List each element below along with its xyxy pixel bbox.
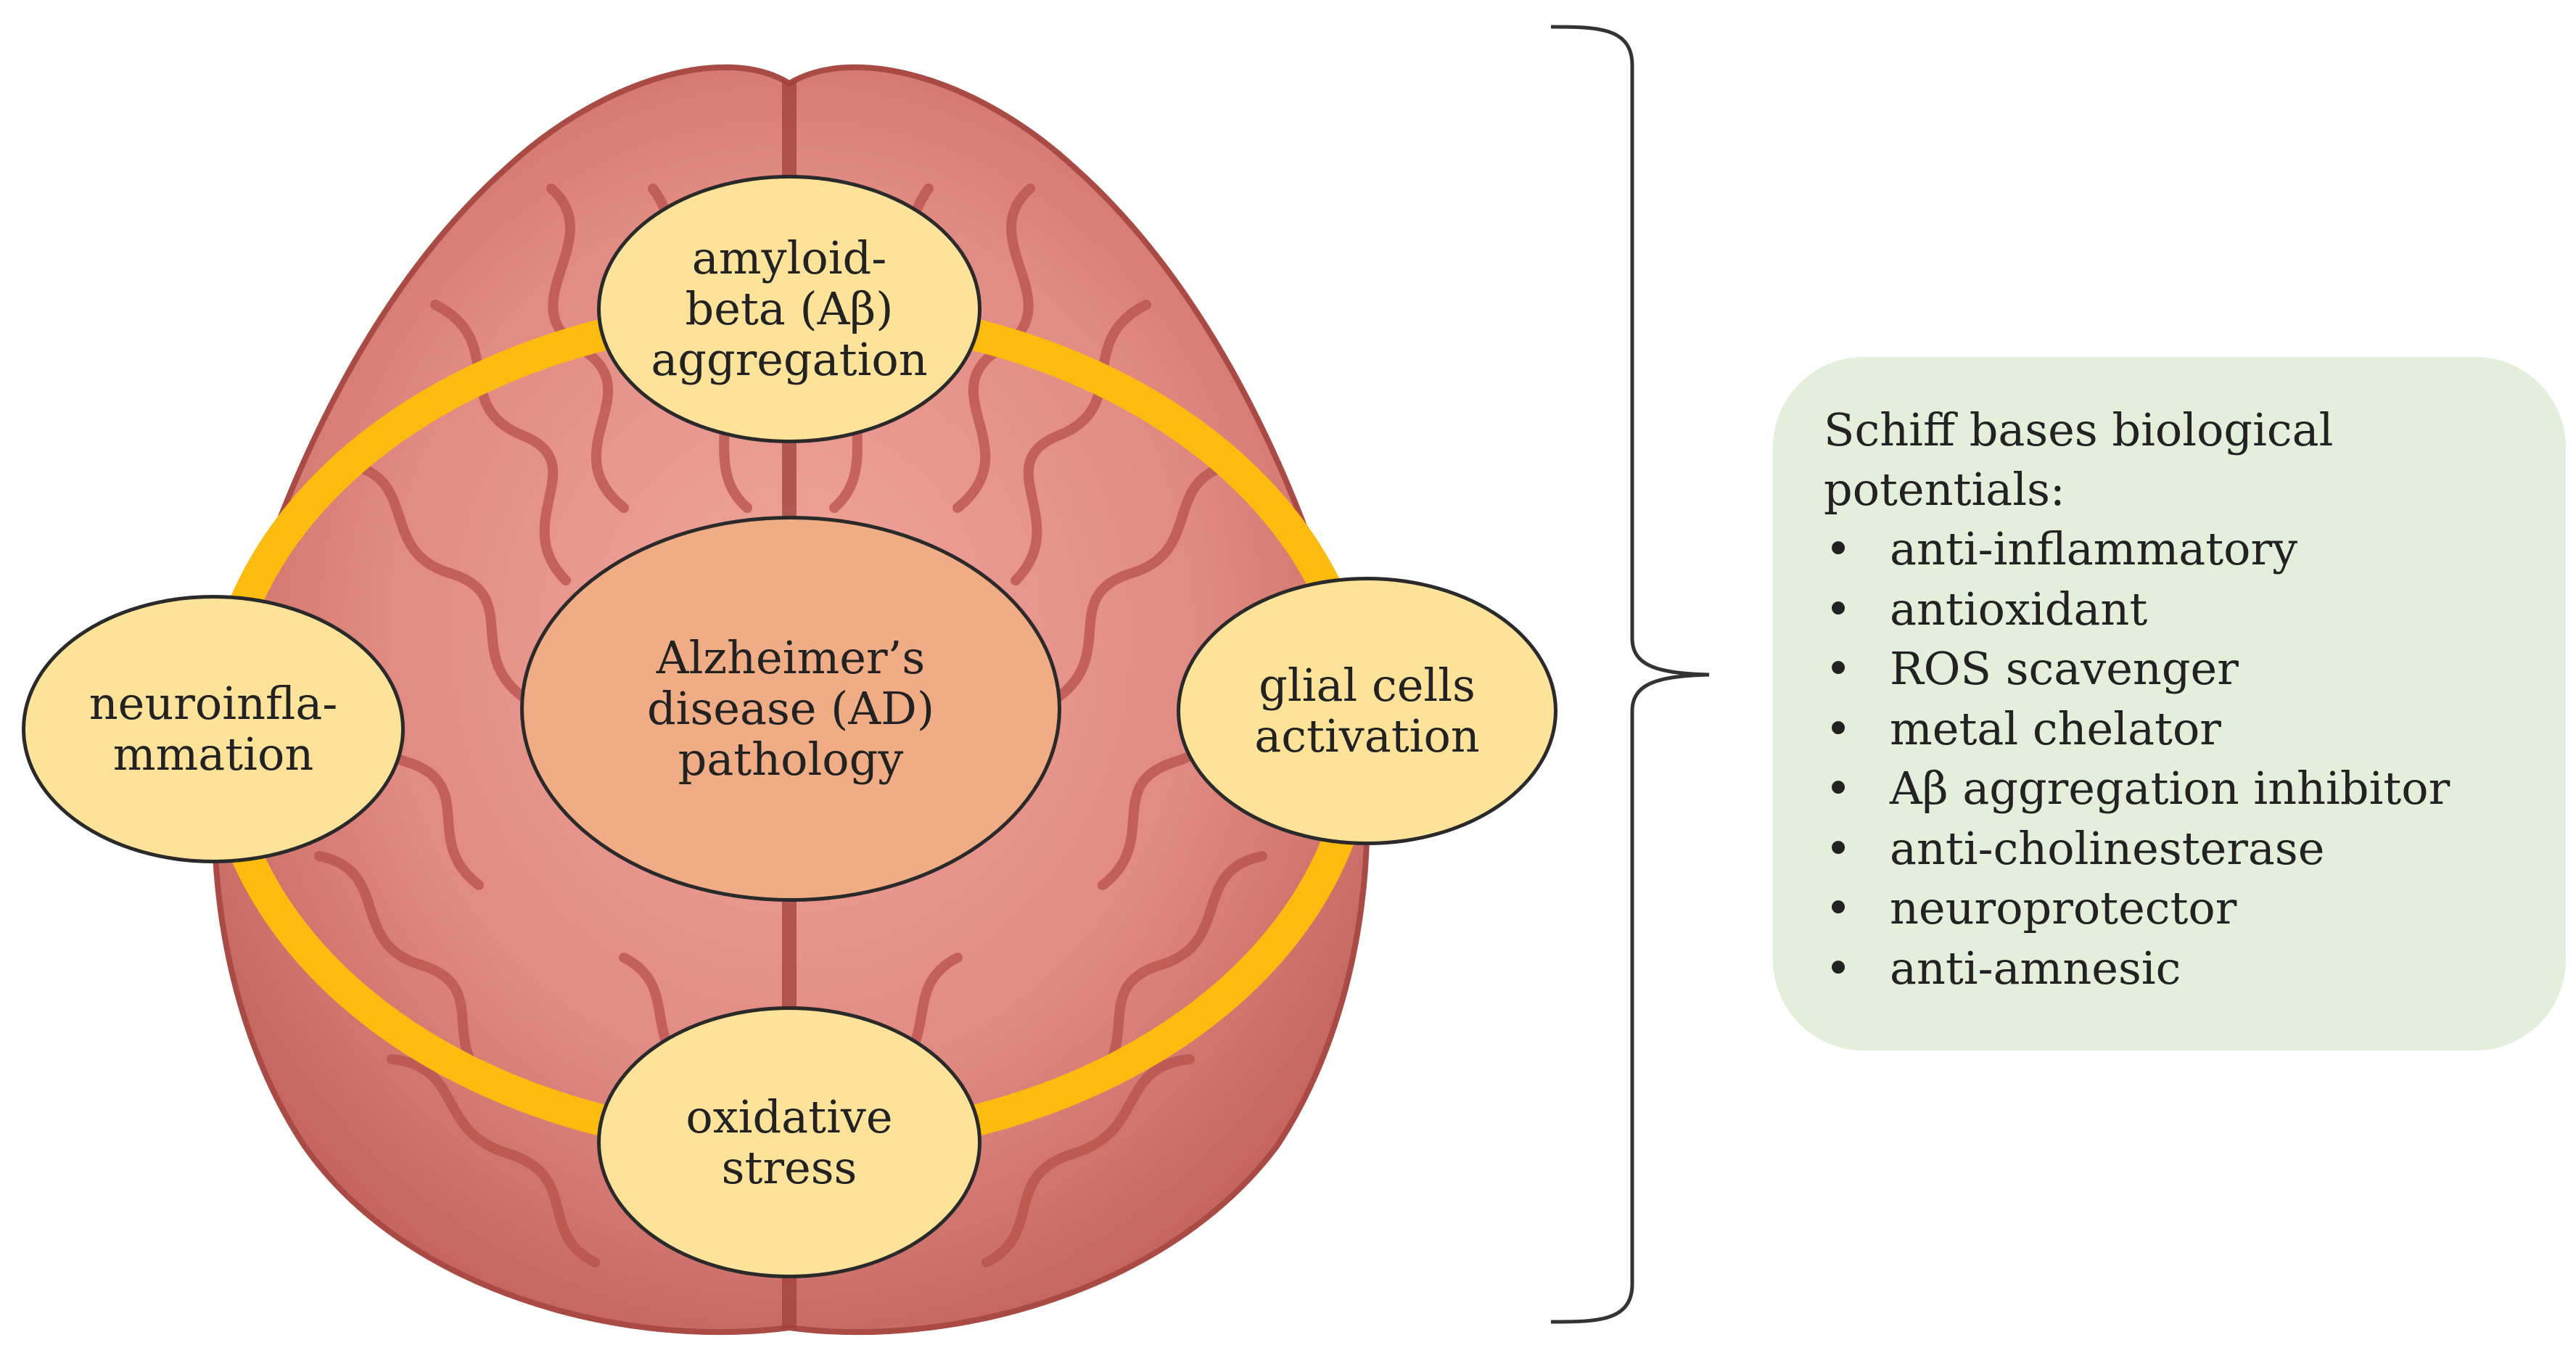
bullet-glyph: • — [1824, 582, 1852, 636]
schiff-bases-panel: Schiff bases biological potentials: •ant… — [1773, 357, 2566, 1050]
list-item: •neuroprotector — [1824, 879, 2566, 939]
bullet-glyph: • — [1824, 522, 1852, 575]
list-item: •Aβ aggregation inhibitor — [1824, 759, 2566, 819]
node-neuroinflammation: neuroinfla- mmation — [22, 595, 405, 863]
node-oxidative-stress: oxidative stress — [597, 1006, 982, 1278]
node-oxidative-stress-label: oxidative stress — [686, 1090, 893, 1194]
list-item: •metal chelator — [1824, 699, 2566, 760]
list-item: •ROS scavenger — [1824, 639, 2566, 699]
node-amyloid-beta: amyloid- beta (Aβ) aggregation — [597, 175, 982, 443]
list-item: •anti-cholinesterase — [1824, 819, 2566, 879]
center-node-ad-pathology: Alzheimer’s disease (AD) pathology — [520, 516, 1061, 902]
center-node-label: Alzheimer’s disease (AD) pathology — [646, 631, 935, 786]
curly-brace — [1550, 25, 1710, 1324]
node-glial-cells-label: glial cells activation — [1254, 659, 1480, 762]
bullet-glyph: • — [1824, 762, 1852, 815]
list-item: •antioxidant — [1824, 580, 2566, 640]
node-glial-cells: glial cells activation — [1177, 577, 1557, 845]
bullet-glyph: • — [1824, 642, 1852, 695]
node-neuroinflammation-label: neuroinfla- mmation — [89, 677, 338, 781]
node-amyloid-beta-label: amyloid- beta (Aβ) aggregation — [651, 231, 928, 386]
potentials-list: •anti-inflammatory •antioxidant •ROS sca… — [1824, 519, 2566, 998]
bullet-glyph: • — [1824, 702, 1852, 755]
bullet-glyph: • — [1824, 941, 1852, 995]
list-item: •anti-amnesic — [1824, 939, 2566, 999]
bullet-glyph: • — [1824, 821, 1852, 875]
panel-heading: Schiff bases biological potentials: — [1824, 403, 2334, 516]
bullet-glyph: • — [1824, 881, 1852, 934]
list-item: •anti-inflammatory — [1824, 519, 2566, 580]
